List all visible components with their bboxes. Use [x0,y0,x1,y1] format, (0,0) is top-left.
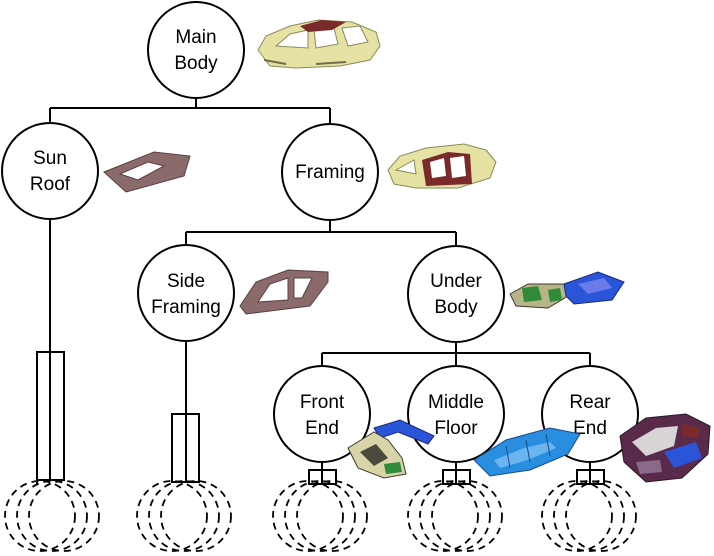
rear-end-image [619,413,711,483]
node-label-line: End [305,418,339,439]
middle-floor-image [473,427,581,477]
node-label-line: Framing [295,162,365,183]
side-frame-image [239,269,329,315]
node-label-line: Sun [33,148,67,169]
underbody-image [509,271,625,309]
node-label-line: Roof [30,174,71,195]
node-framing: Framing [281,123,379,221]
node-label-line: End [573,418,607,439]
body-in-white-image [257,19,381,69]
framing-assembly-image [387,143,497,189]
node-label-line: Front [300,392,345,413]
front-end-image [347,419,435,479]
node-label-line: Side [167,271,205,292]
node-side-framing: Side Framing [137,244,235,342]
side-framing-subparts [136,340,232,552]
node-label-line: Body [174,53,218,74]
node-label-line: Floor [434,418,478,439]
node-front-end: Front End [273,365,371,463]
node-middle-floor: Middle Floor [407,365,505,463]
middle-floor-subparts [407,462,503,552]
node-label-line: Body [434,297,478,318]
node-label-line: Main [175,27,216,48]
rear-end-subparts [541,462,637,552]
node-sun-roof: Sun Roof [1,122,99,220]
node-label-line: Under [430,271,482,292]
node-main-body: Main Body [147,1,245,99]
node-under-body: Under Body [407,245,505,343]
node-label-line: Framing [151,297,221,318]
node-label-line: Middle [428,392,484,413]
front-end-subparts [272,462,368,552]
sun-roof-subparts [4,218,100,552]
tree-connectors [49,98,591,366]
node-label-line: Rear [569,392,611,413]
roof-panel-image [103,151,191,193]
